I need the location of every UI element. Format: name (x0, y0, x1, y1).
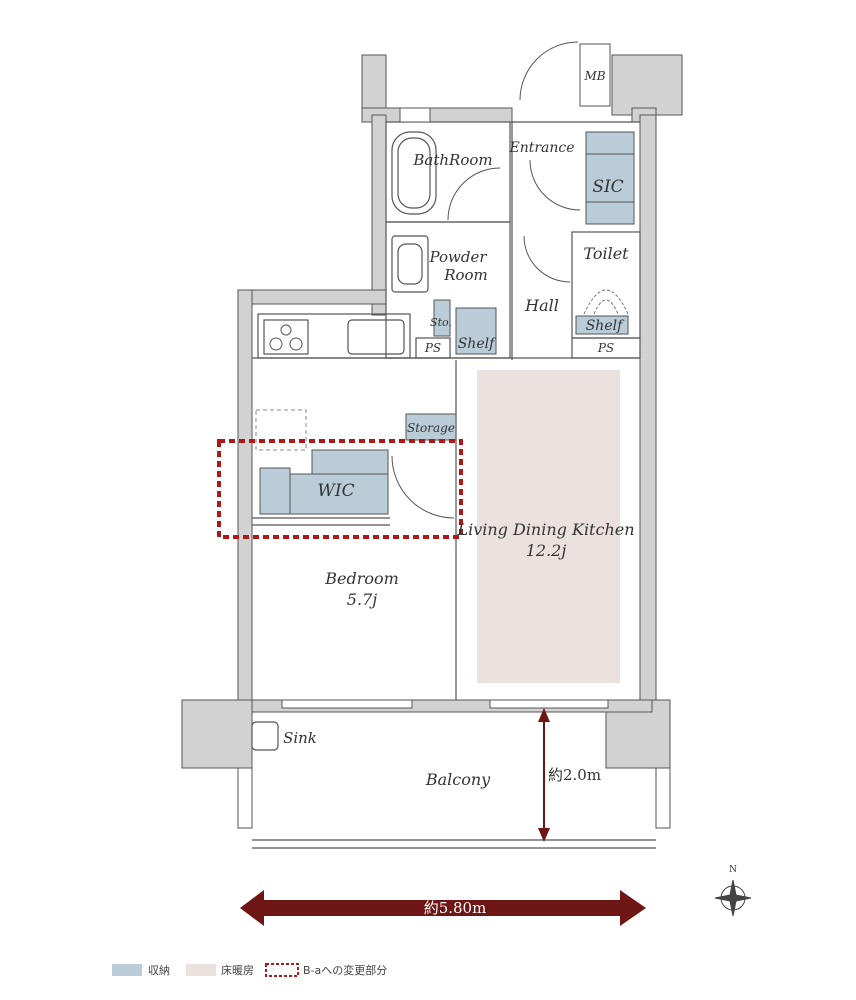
bedroom-name-label: Bedroom (324, 569, 399, 588)
storage-sto-label: Sto. (430, 316, 452, 329)
legend-change-swatch (265, 963, 299, 977)
powder-room-label-line2: Room (443, 266, 488, 284)
width-dimension-label: 約5.80m (424, 899, 487, 917)
appliance-space (255, 409, 307, 451)
inner-walls (252, 121, 641, 700)
floor-heating-area (477, 370, 620, 683)
bathroom-label: BathRoom (412, 151, 492, 169)
compass-rose-icon (714, 879, 752, 917)
balcony-depth-label: 約2.0m (548, 766, 601, 784)
powder-shelf-label: Shelf (458, 336, 497, 352)
wic-label: WIC (317, 481, 354, 501)
width-dimension-arrow (240, 890, 646, 926)
outer-walls (181, 54, 683, 769)
stove-burner-icon (269, 324, 303, 351)
change-area-marker (217, 439, 463, 539)
windows (237, 107, 671, 829)
mb-cabinet (579, 43, 611, 107)
hall-label: Hall (524, 296, 559, 315)
legend-storage-swatch (112, 964, 142, 976)
balcony-depth-arrow (538, 708, 550, 842)
ldk-size-label: 12.2j (526, 541, 567, 560)
balcony-label: Balcony (425, 770, 491, 789)
entrance-label: Entrance (508, 140, 574, 156)
ldk-name-label: Living Dining Kitchen (456, 520, 634, 539)
mb-label: MB (583, 69, 605, 83)
sink-label: Sink (283, 729, 317, 747)
balcony-sink-fixture (251, 721, 279, 751)
storage-areas (259, 131, 635, 515)
toilet-label: Toilet (583, 244, 629, 263)
ps-label-left: PS (424, 341, 441, 355)
bedroom-size-label: 5.7j (347, 590, 377, 609)
kitchen-counter (257, 313, 411, 359)
ps-label-right: PS (597, 341, 614, 355)
balcony-railing (252, 839, 656, 849)
legend-floor-heating-label: 床暖房 (221, 963, 254, 977)
toilet-shelf-label: Shelf (586, 318, 625, 334)
compass-north-label: N (729, 865, 737, 875)
legend-floor-heating-swatch (186, 964, 216, 976)
sic-label: SIC (592, 177, 623, 197)
storage-label: Storage (407, 421, 455, 435)
powder-room-label-line1: Powder (428, 248, 487, 266)
doors (391, 41, 581, 519)
legend-change-label: B-aへの変更部分 (303, 963, 387, 977)
legend-storage-label: 収納 (148, 964, 170, 977)
bathtub (391, 131, 437, 215)
washbasin (391, 235, 429, 293)
toilet-fixture (583, 289, 629, 315)
